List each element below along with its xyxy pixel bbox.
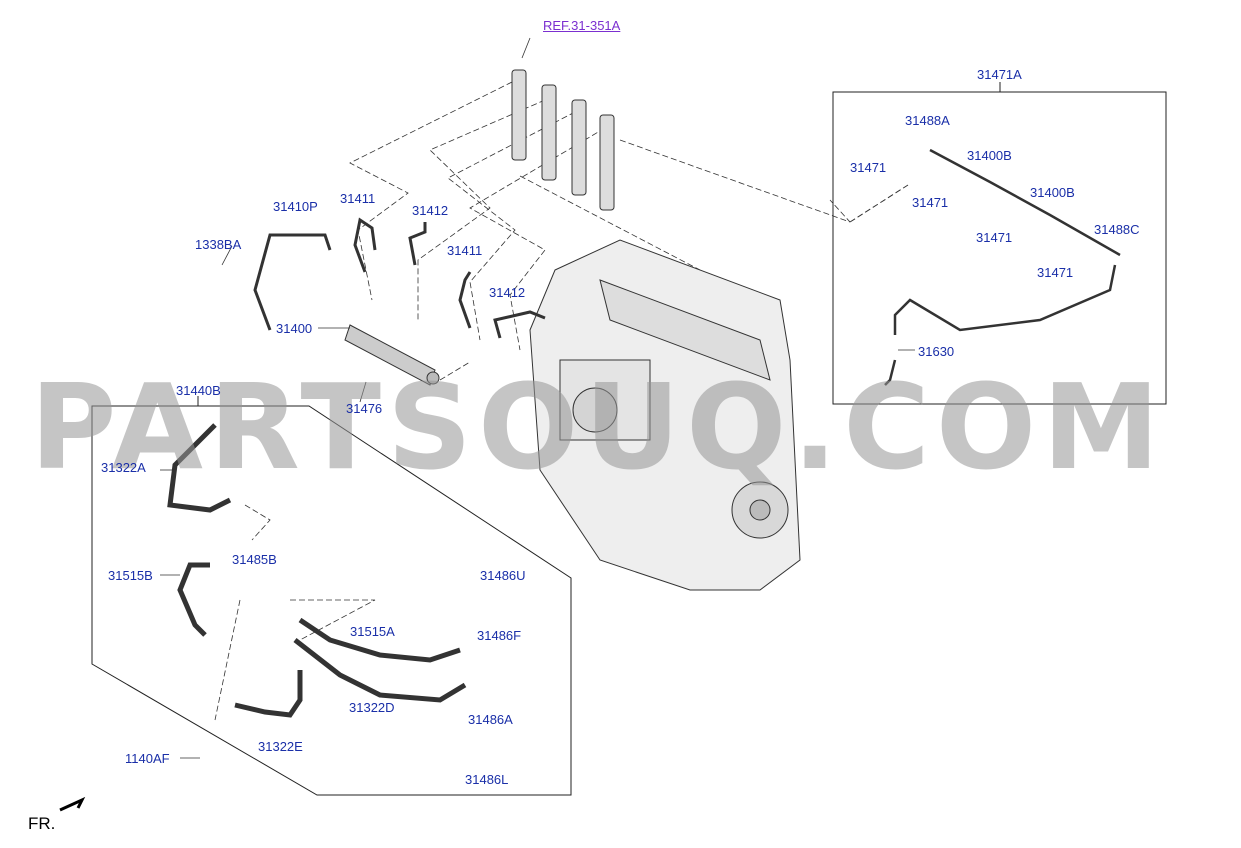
detail-box-31440B <box>91 405 572 796</box>
front-direction-label: FR. <box>28 814 56 833</box>
lower-hoses <box>167 423 467 718</box>
detail-box-31471A <box>832 91 1167 405</box>
label-31440B[interactable]: 31440B <box>176 383 221 398</box>
label-31486U[interactable]: 31486U <box>480 568 526 583</box>
label-31412-1[interactable]: 31412 <box>412 203 449 218</box>
label-31515B[interactable]: 31515B <box>108 568 153 583</box>
label-31411-2[interactable]: 31411 <box>447 243 483 258</box>
label-31400[interactable]: 31400 <box>276 321 313 336</box>
label-31488A[interactable]: 31488A <box>905 113 950 128</box>
label-31476[interactable]: 31476 <box>346 401 383 416</box>
label-31486L[interactable]: 31486L <box>465 772 509 787</box>
injectors <box>511 69 615 211</box>
label-31322A[interactable]: 31322A <box>101 460 146 475</box>
label-31471-3[interactable]: 31471 <box>976 230 1013 245</box>
label-31630[interactable]: 31630 <box>918 344 955 359</box>
fuel-rail <box>344 324 440 386</box>
label-31471A[interactable]: 31471A <box>977 67 1022 82</box>
label-31411-1[interactable]: 31411 <box>340 191 376 206</box>
label-31322D[interactable]: 31322D <box>349 700 395 715</box>
label-31488C[interactable]: 31488C <box>1094 222 1140 237</box>
label-1140AF[interactable]: 1140AF <box>125 751 170 766</box>
label-31485B[interactable]: 31485B <box>232 552 277 567</box>
label-31410P[interactable]: 31410P <box>273 199 318 214</box>
label-31486A[interactable]: 31486A <box>468 712 513 727</box>
label-31486F[interactable]: 31486F <box>477 628 522 643</box>
label-31515A[interactable]: 31515A <box>350 624 395 639</box>
dashed-leaders <box>214 81 851 721</box>
engine-block <box>529 239 801 591</box>
hp-pipes <box>253 217 546 339</box>
label-31322E[interactable]: 31322E <box>258 739 303 754</box>
label-31471-1[interactable]: 31471 <box>850 160 887 175</box>
ref-link[interactable]: REF.31-351A <box>543 18 621 33</box>
label-31471-4[interactable]: 31471 <box>1037 265 1074 280</box>
fr-arrow <box>59 796 86 812</box>
label-31471-2[interactable]: 31471 <box>912 195 949 210</box>
return-lines <box>884 148 1121 386</box>
label-31412-2[interactable]: 31412 <box>489 285 526 300</box>
label-31400B-2[interactable]: 31400B <box>1030 185 1075 200</box>
label-1338BA[interactable]: 1338BA <box>195 237 242 252</box>
label-31400B-1[interactable]: 31400B <box>967 148 1012 163</box>
